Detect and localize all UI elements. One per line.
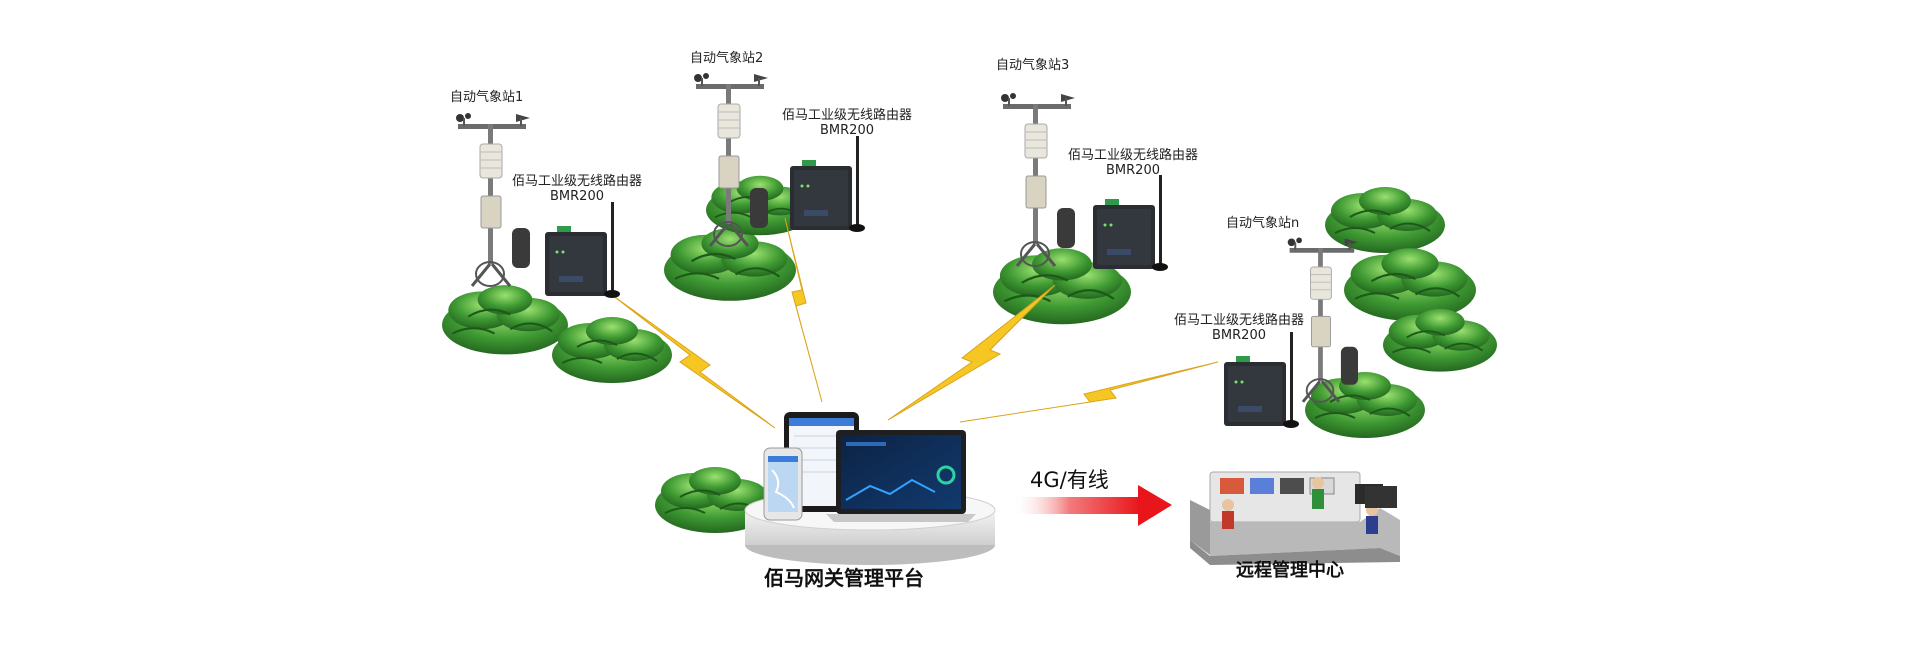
weather-station-icon [999,91,1077,268]
router-icon [1093,175,1168,271]
weather-station-icon [692,71,770,248]
router-name: 佰马工业级无线路由器 [1174,313,1305,328]
link-label: 4G/有线 [1030,468,1109,492]
station-2-router: 佰马工业级无线路由器 BMR200 [782,108,912,138]
station-n-name: 自动气象站n [1226,216,1300,231]
router-name: 佰马工业级无线路由器 [1068,148,1199,163]
remote-center-label: 远程管理中心 [1236,560,1344,581]
hill [662,227,798,302]
router-icon [545,202,620,298]
transmission-arrow [1012,485,1172,526]
wireless-signal [611,294,776,429]
hill [1342,247,1478,322]
wireless-signal [887,284,1056,421]
router-name: 佰马工业级无线路由器 [512,174,643,189]
phone-icon [763,447,803,521]
station-3-name: 自动气象站3 [996,58,1070,73]
control-center-icon [1190,471,1400,565]
router-icon [790,136,865,232]
station-2-name: 自动气象站2 [690,51,764,66]
station-1-router: 佰马工业级无线路由器 BMR200 [512,174,642,204]
router-name: 佰马工业级无线路由器 [782,108,913,123]
station-1-name: 自动气象站1 [450,90,524,105]
router-model: BMR200 [820,123,874,138]
station-3-router: 佰马工业级无线路由器 BMR200 [1068,148,1198,178]
wireless-signal [784,217,823,403]
router-model: BMR200 [550,189,604,204]
wireless-signal [959,361,1219,423]
router-model: BMR200 [1106,163,1160,178]
router-icon [1224,332,1299,428]
laptop-icon [826,430,976,522]
router-model: BMR200 [1212,328,1266,343]
hill [1324,186,1446,254]
station-n-router: 佰马工业级无线路由器 BMR200 [1174,313,1304,343]
platform-label: 佰马网关管理平台 [764,566,924,590]
